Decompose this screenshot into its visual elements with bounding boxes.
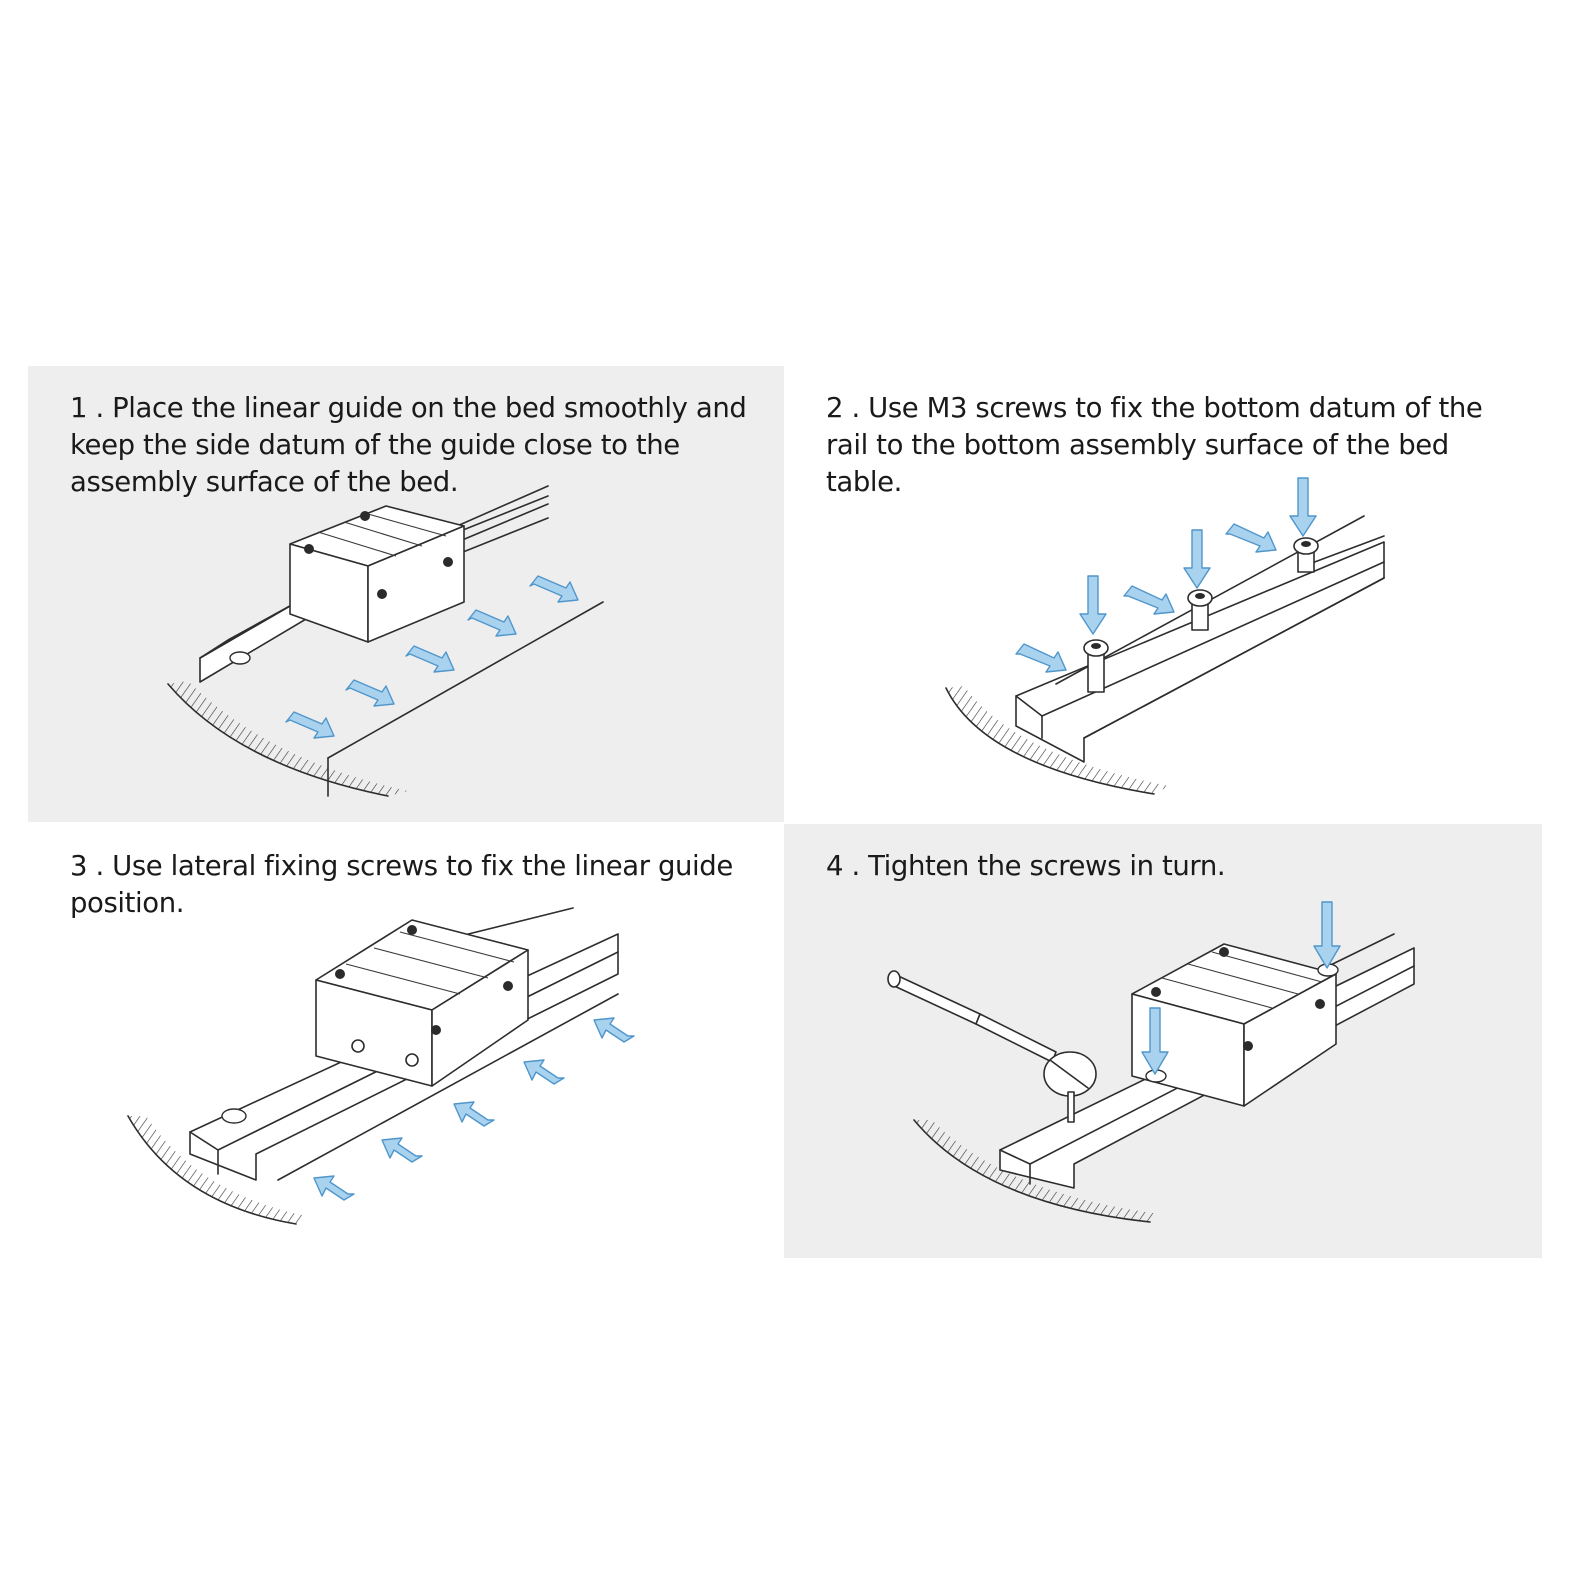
step-1-panel: 1 . Place the linear guide on the bed sm… <box>28 366 784 822</box>
step-2-illustration <box>945 477 1385 795</box>
step-2-panel: 2 . Use M3 screws to fix the bottom datu… <box>784 366 1542 822</box>
step-3-panel: 3 . Use lateral fixing screws to fix the… <box>28 824 784 1258</box>
wrench-icon <box>887 970 1097 1123</box>
step-4-panel: 4 . Tighten the screws in turn. <box>784 824 1542 1258</box>
step-4-illustration <box>887 901 1415 1223</box>
step-3-illustration <box>127 907 635 1225</box>
arrow-icon <box>1015 477 1317 673</box>
step-2-caption: 2 . Use M3 screws to fix the bottom datu… <box>826 392 1483 498</box>
step-1-illustration <box>167 485 604 797</box>
screw-icon <box>1083 537 1319 693</box>
arrow-icon <box>1141 901 1341 1075</box>
arrow-icon <box>313 1017 635 1201</box>
step-4-caption: 4 . Tighten the screws in turn. <box>826 850 1226 882</box>
step-3-caption: 3 . Use lateral fixing screws to fix the… <box>70 850 733 919</box>
step-1-caption: 1 . Place the linear guide on the bed sm… <box>70 392 747 498</box>
arrow-icon <box>285 575 579 739</box>
